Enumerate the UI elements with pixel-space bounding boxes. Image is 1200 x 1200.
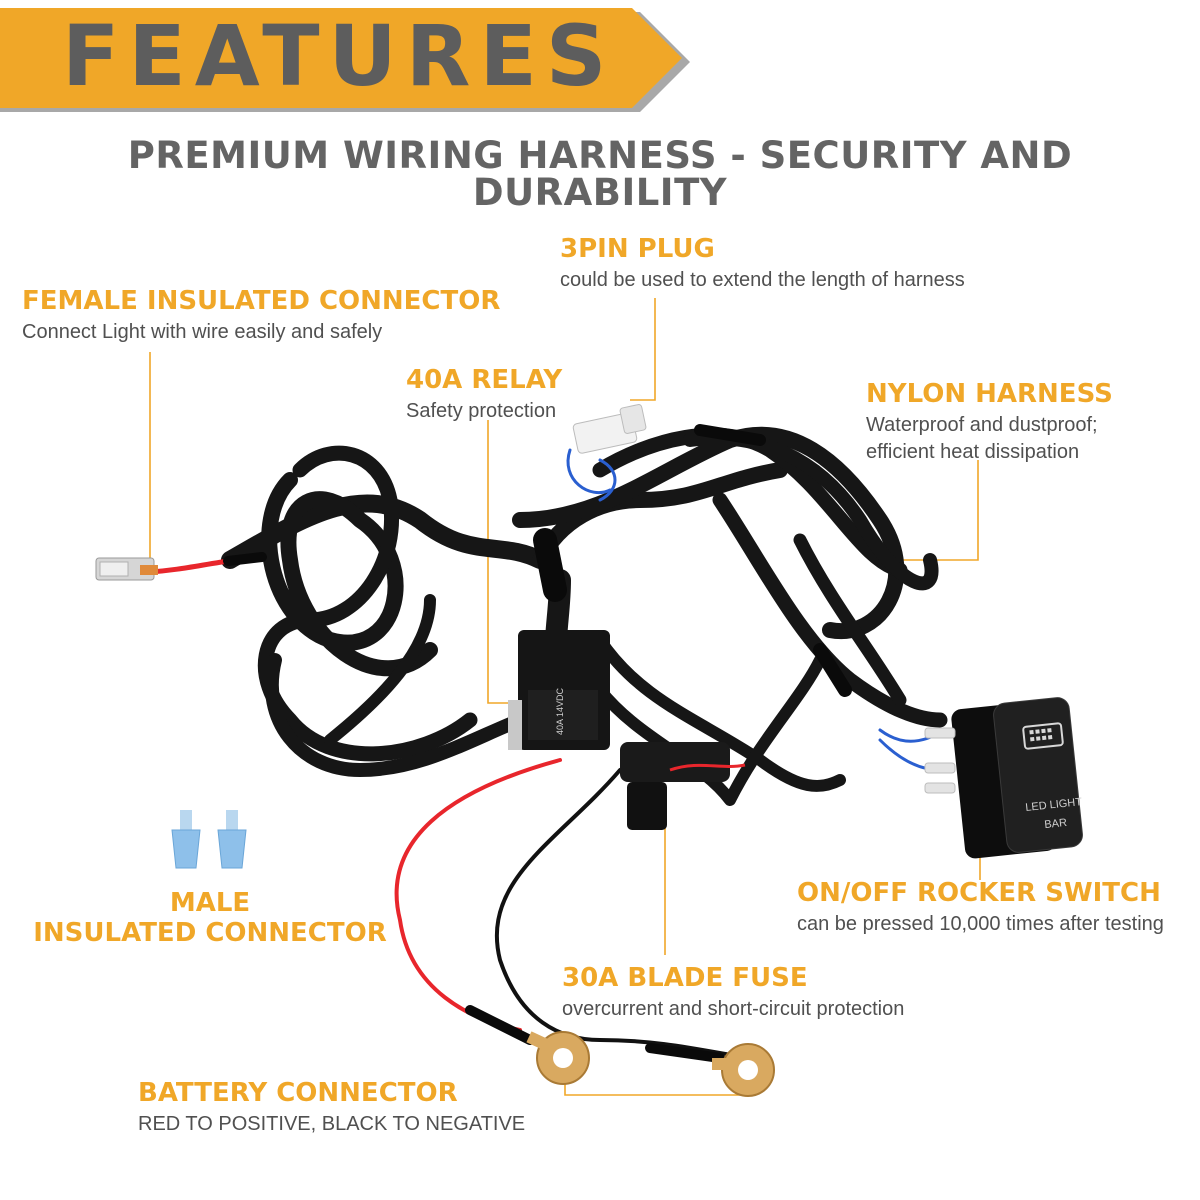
callout-nylon: NYLON HARNESS Waterproof and dustproof; …	[866, 381, 1113, 465]
nylon-desc-line2: efficient heat dissipation	[866, 441, 1080, 463]
battery-title: BATTERY CONNECTOR	[138, 1078, 458, 1108]
male-connector-title-line1: MALE	[169, 888, 251, 918]
svg-text:40A 14VDC: 40A 14VDC	[555, 687, 565, 735]
three-pin-plug	[572, 404, 647, 454]
female-connector	[95, 557, 158, 581]
nylon-title: NYLON HARNESS	[866, 379, 1113, 409]
leader-plug	[630, 298, 656, 401]
features-banner: FEATURES	[0, 0, 690, 120]
switch-text-line1: LED LIGHT	[1025, 796, 1083, 814]
nylon-desc-line1: Waterproof and dustproof;	[866, 414, 1098, 436]
sleeves	[223, 424, 852, 1063]
banner-title: FEATURES	[62, 7, 616, 105]
female-connector-title: FEMALE INSULATED CONNECTOR	[22, 286, 501, 316]
switch-text-line2: BAR	[1044, 817, 1068, 831]
male-connector-right	[217, 810, 247, 869]
callout-rocker: ON/OFF ROCKER SWITCH can be pressed 10,0…	[797, 880, 1164, 937]
relay: 40A 14VDC	[508, 630, 610, 750]
leader-lines	[149, 298, 981, 1096]
female-connector-desc: Connect Light with wire easily and safel…	[22, 321, 383, 343]
banner-shape	[0, 8, 690, 112]
leader-relay	[487, 420, 520, 704]
fuse-desc: overcurrent and short-circuit protection	[562, 998, 905, 1020]
plug-desc: could be used to extend the length of ha…	[560, 269, 965, 291]
male-connector-left	[171, 810, 201, 869]
leader-nylon	[870, 460, 979, 561]
callout-plug: 3PIN PLUG could be used to extend the le…	[560, 236, 965, 293]
blade-fuse-holder	[620, 742, 746, 830]
rocker-title: ON/OFF ROCKER SWITCH	[797, 878, 1161, 908]
plug-title: 3PIN PLUG	[560, 234, 715, 264]
male-connectors	[171, 810, 247, 869]
callout-fuse: 30A BLADE FUSE overcurrent and short-cir…	[562, 965, 904, 1022]
male-connector-title-line2: INSULATED CONNECTOR	[33, 918, 387, 948]
callout-female-connector: FEMALE INSULATED CONNECTOR Connect Light…	[22, 288, 500, 345]
relay-title: 40A RELAY	[406, 365, 563, 395]
battery-ring-terminals	[526, 1031, 775, 1097]
fuse-title: 30A BLADE FUSE	[562, 963, 808, 993]
callout-male-connector: MALE INSULATED CONNECTOR	[20, 890, 400, 946]
callout-battery: BATTERY CONNECTOR RED TO POSITIVE, BLACK…	[138, 1080, 525, 1137]
rocker-desc: can be pressed 10,000 times after testin…	[797, 913, 1164, 935]
page-subtitle: PREMIUM WIRING HARNESS - SECURITY AND DU…	[127, 134, 1073, 214]
battery-desc: RED TO POSITIVE, BLACK TO NEGATIVE	[138, 1113, 526, 1135]
relay-desc: Safety protection	[406, 400, 557, 422]
rocker-switch: LED LIGHT BAR	[924, 697, 1083, 859]
callout-relay: 40A RELAY Safety protection	[406, 367, 562, 424]
